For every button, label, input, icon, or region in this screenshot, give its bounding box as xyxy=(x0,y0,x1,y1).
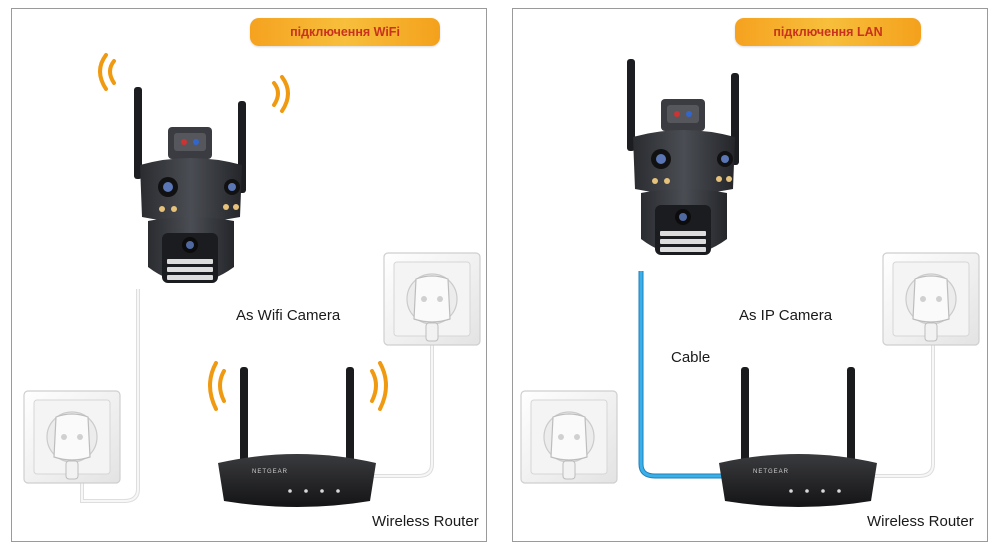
wifi-signal-icon xyxy=(98,53,290,113)
wifi-diagram xyxy=(23,53,481,507)
router-label: Wireless Router xyxy=(372,513,479,530)
lan-diagram xyxy=(520,59,980,507)
camera-label: As Wifi Camera xyxy=(236,307,341,324)
power-outlet-icon xyxy=(520,390,618,484)
camera-label: As IP Camera xyxy=(739,307,833,324)
router-icon xyxy=(719,367,877,507)
panel-title: підключення WiFi xyxy=(250,18,440,46)
panel-title: підключення LAN xyxy=(735,18,921,46)
router-icon xyxy=(218,367,376,507)
cable-label: Cable xyxy=(671,349,711,366)
power-outlet-icon xyxy=(882,252,980,346)
power-outlet-icon xyxy=(383,252,481,346)
power-outlet-icon xyxy=(23,390,121,484)
router-label: Wireless Router xyxy=(867,513,974,530)
wifi-signal-icon xyxy=(208,361,388,411)
camera-icon xyxy=(627,59,739,255)
wifi-connection-panel: підключення WiFi xyxy=(11,8,487,542)
camera-icon xyxy=(134,87,246,283)
lan-connection-panel: підключення LAN As IP Camera Cable Wirel… xyxy=(512,8,988,542)
